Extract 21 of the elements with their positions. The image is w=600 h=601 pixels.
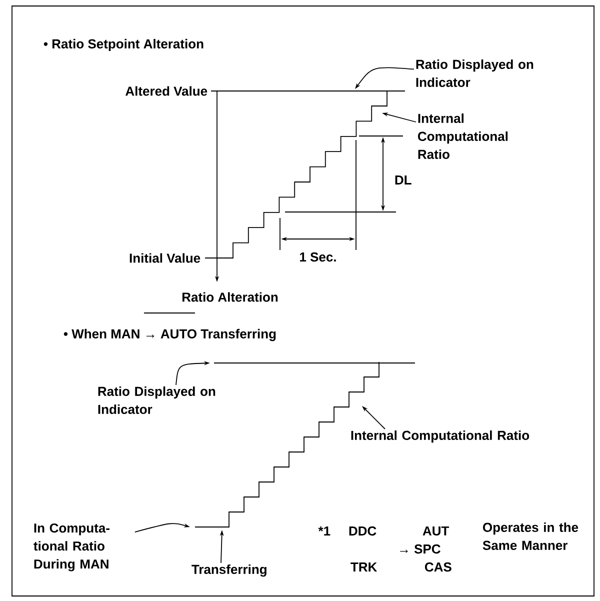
section-heading: • When MAN → AUTO Transferring bbox=[64, 328, 276, 342]
indicator-line bbox=[214, 362, 416, 364]
note-text: TRK bbox=[350, 562, 378, 572]
axis-label: Ratio Alteration bbox=[182, 292, 278, 302]
footnote-mark: *1 bbox=[318, 526, 330, 536]
axis-label: Initial Value bbox=[130, 253, 200, 263]
note-text: DDC bbox=[349, 526, 376, 536]
callout-label: Internal Computational Ratio bbox=[418, 113, 508, 159]
note-text: CAS bbox=[425, 562, 452, 572]
callout-label: Transferring bbox=[192, 564, 266, 577]
axis-label: Altered Value bbox=[126, 86, 208, 96]
note-text: → SPC bbox=[400, 544, 440, 554]
note-text: AUT bbox=[422, 526, 450, 536]
dimension-label: 1 Sec. bbox=[300, 252, 336, 262]
callout-label: Ratio Displayed on Indicator bbox=[98, 386, 216, 414]
indicator-line bbox=[210, 90, 406, 92]
callout-label: In Computa- tional Ratio During MAN bbox=[34, 523, 110, 572]
callout-label: Ratio Displayed on Indicator bbox=[416, 59, 534, 87]
section-heading: • Ratio Setpoint Alteration bbox=[44, 38, 204, 52]
callout-label: Internal Computational Ratio bbox=[351, 430, 530, 443]
note-text: Operates in the Same Manner bbox=[482, 522, 578, 550]
